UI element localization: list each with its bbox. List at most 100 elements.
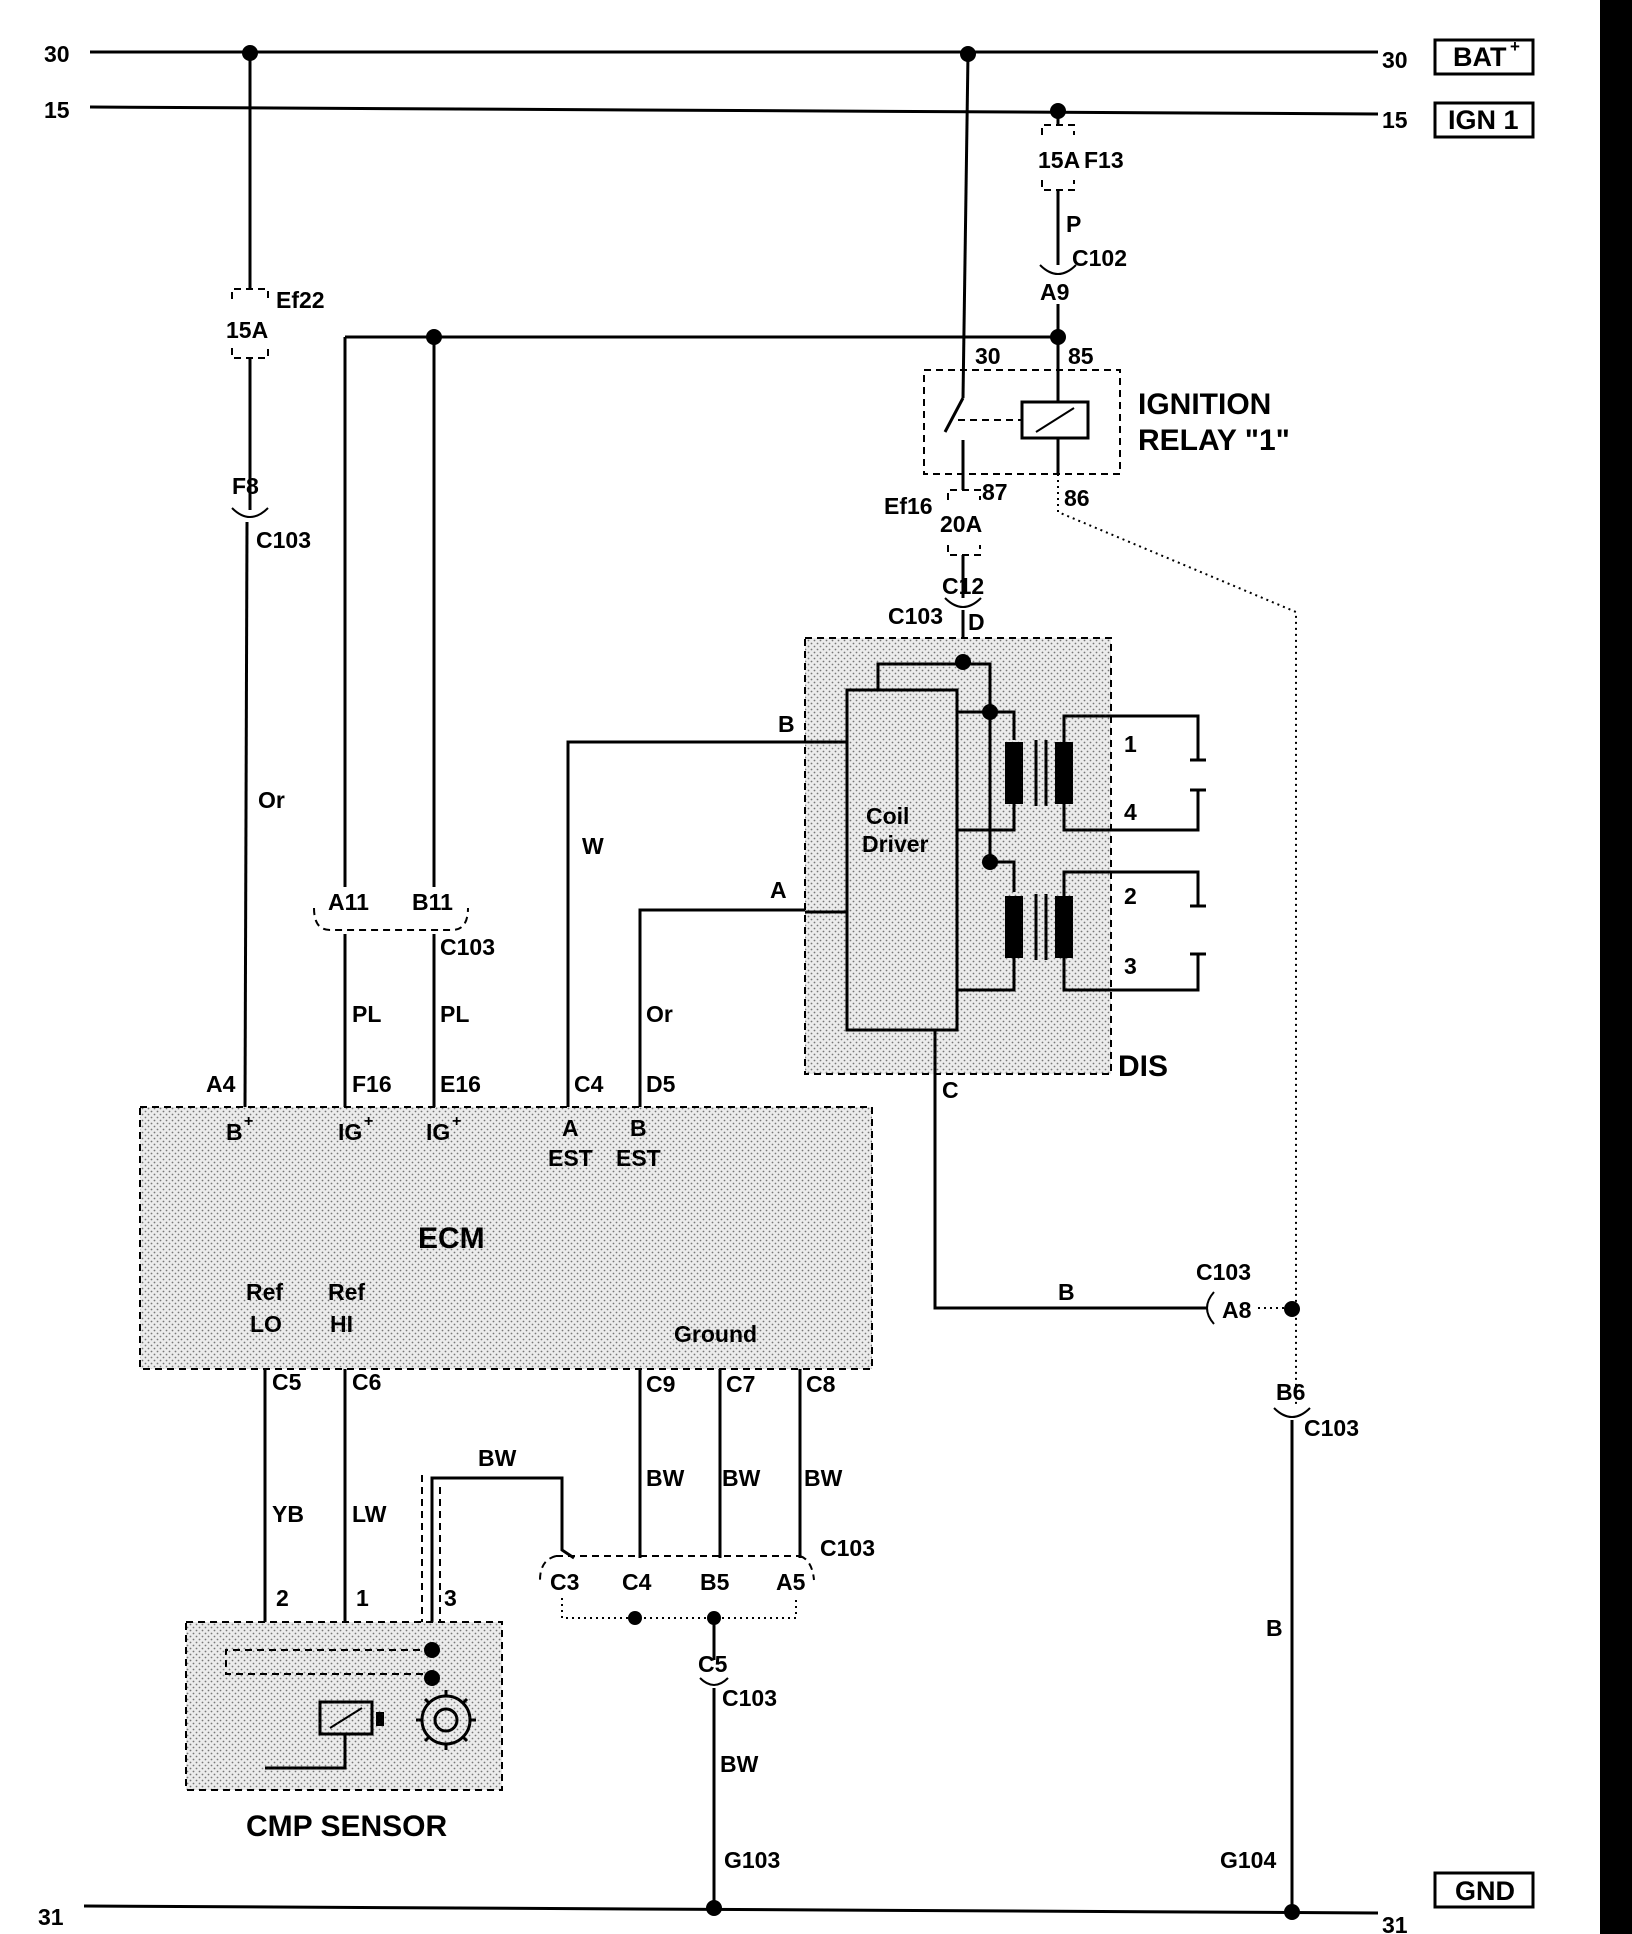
dis-box — [804, 637, 1112, 1075]
relay-switch-blade — [943, 397, 965, 433]
wire-color-bw-2: BW — [722, 1465, 761, 1491]
splice-dot — [628, 1611, 642, 1625]
coil-primary-2-3 — [1005, 896, 1023, 958]
dis-input-b: B — [778, 711, 795, 737]
connector-b6-pin: B6 — [1276, 1379, 1305, 1405]
splice-dot — [706, 1900, 722, 1916]
sensor-title: CMP SENSOR — [246, 1810, 447, 1843]
ecm-term-est-a-bottom: EST — [548, 1145, 593, 1171]
branch-f13: 15A F13 P C102 A9 85 — [1038, 103, 1127, 370]
spark-plug-1-4 — [1190, 758, 1206, 792]
connector-f8-symbol — [231, 507, 269, 518]
wire-color-bw-1: BW — [646, 1465, 685, 1491]
ecm-term-ig1-sup: + — [364, 1113, 373, 1130]
rail-gnd: 31 31 GND — [38, 1871, 1535, 1934]
connector-ground-left-cap — [539, 1555, 557, 1581]
ignition-relay: IGNITION RELAY "1" 87 86 — [923, 369, 1290, 511]
ecm-pin-c5: C5 — [272, 1369, 302, 1395]
connector-c5-label: C103 — [722, 1685, 777, 1711]
relay-title-line2: RELAY "1" — [1138, 424, 1290, 457]
fuse-ef16-rating: 20A — [940, 511, 982, 537]
relay-pin-85: 85 — [1068, 343, 1094, 369]
rail-bat: 30 30 BAT + — [44, 37, 1535, 76]
relay-pin-30: 30 — [975, 343, 1001, 369]
connector-ground-pin-a5: A5 — [776, 1569, 806, 1595]
ecm-term-ig2-sup: + — [452, 1113, 461, 1130]
branch-ig-feed: A11 B11 C103 PL PL — [313, 329, 1060, 1107]
ecm-box — [139, 1106, 873, 1370]
splice-dot — [424, 1670, 440, 1686]
connector-a11-b11-label: C103 — [440, 934, 495, 960]
sensor-coil — [318, 1700, 374, 1736]
fuse-ef16-name: Ef16 — [884, 493, 933, 519]
bat-label-sup: + — [1510, 37, 1520, 56]
connector-ground-pin-c4: C4 — [622, 1569, 652, 1595]
sensor-pin-3: 3 — [444, 1585, 457, 1611]
connector-c5-symbol — [699, 1677, 729, 1686]
coil-primary-1-4 — [1005, 742, 1023, 804]
connector-f8-pin: F8 — [232, 473, 259, 499]
ecm-term-est-a-top: A — [562, 1115, 579, 1141]
cylinder-1-label: 1 — [1124, 731, 1137, 757]
relay-title-line1: IGNITION — [1138, 388, 1271, 421]
splice-dot — [1284, 1904, 1300, 1920]
spark-plug-2-3 — [1190, 904, 1206, 956]
bat-label: BAT — [1453, 42, 1507, 72]
wire-color-w: W — [582, 833, 604, 859]
coil-driver-label-line1: Coil — [866, 803, 909, 829]
fuse-ef22-rating: 15A — [226, 317, 268, 343]
cylinder-3-label: 3 — [1124, 953, 1137, 979]
wire-color-b-gnd: B — [1266, 1615, 1283, 1641]
ecm-term-bplus: B — [226, 1119, 243, 1145]
connector-c12-label: C103 — [888, 603, 943, 629]
bat-label-box — [1433, 38, 1535, 76]
ecm-pin-f16: F16 — [352, 1071, 392, 1097]
wire-color-pl-1: PL — [352, 1001, 381, 1027]
wire-color-yb: YB — [272, 1501, 304, 1527]
ecm-term-bplus-sup: + — [244, 1113, 253, 1130]
connector-c102-symbol — [1039, 264, 1077, 275]
dis-title: DIS — [1118, 1050, 1168, 1083]
ecm-pin-c4: C4 — [574, 1071, 604, 1097]
connector-c5-pin: C5 — [698, 1651, 728, 1677]
ecm-module: ECM A4 F16 E16 C4 D5 B + IG + IG + A EST… — [139, 1071, 873, 1397]
connector-ground-pin-c3: C3 — [550, 1569, 579, 1595]
ecm-pin-c9: C9 — [646, 1371, 675, 1397]
ecm-pin-c7: C7 — [726, 1371, 755, 1397]
sensor-box — [185, 1621, 503, 1791]
cylinder-2-label: 2 — [1124, 883, 1137, 909]
wire-color-bw-shield: BW — [478, 1445, 517, 1471]
rail-gnd-number-left: 31 — [38, 1904, 64, 1930]
connector-f8-label: C103 — [256, 527, 311, 553]
splice-dot — [424, 1642, 440, 1658]
ecm-pin-d5: D5 — [646, 1071, 676, 1097]
relay-box — [923, 369, 1121, 475]
connector-b11-pin: B11 — [412, 889, 453, 915]
cmp-sensor: CMP SENSOR — [185, 1621, 503, 1843]
ground-g103: G103 — [724, 1847, 780, 1873]
fuse-f13-name: F13 — [1084, 147, 1124, 173]
connector-a8-pin: A8 — [1222, 1297, 1252, 1323]
branch-est: W Or — [566, 740, 805, 1107]
relay-pin-86: 86 — [1064, 485, 1090, 511]
sensor-pin-1: 1 — [356, 1585, 369, 1611]
connector-a8-symbol — [1206, 1291, 1215, 1325]
branch-ef16: Ef16 20A C12 C103 D — [884, 489, 985, 662]
branch-ecm-grounds: BW BW BW C103 C3 C4 B5 A5 C5 C103 BW G10… — [539, 1369, 875, 1916]
ecm-pin-e16: E16 — [440, 1071, 481, 1097]
ecm-term-est-b-top: B — [630, 1115, 647, 1141]
dis-pin-d: D — [968, 609, 985, 635]
wire-color-pl-2: PL — [440, 1001, 469, 1027]
connector-a11-pin: A11 — [328, 889, 369, 915]
dis-module: Coil Driver 1 4 — [770, 637, 1206, 1083]
relay-pin-87: 87 — [982, 479, 1008, 505]
rail-bat-number-left: 30 — [44, 41, 70, 67]
connector-a9-pin: A9 — [1040, 279, 1069, 305]
wire-color-bw-3: BW — [804, 1465, 843, 1491]
splice-dot — [1050, 329, 1066, 345]
wire-color-or-a4: Or — [258, 787, 285, 813]
ecm-term-ref-lo-top: Ref — [246, 1279, 283, 1305]
ign-label-box — [1433, 101, 1535, 139]
ecm-term-ref-lo-bottom: LO — [250, 1311, 282, 1337]
coil-secondary-1-4 — [1055, 742, 1073, 804]
